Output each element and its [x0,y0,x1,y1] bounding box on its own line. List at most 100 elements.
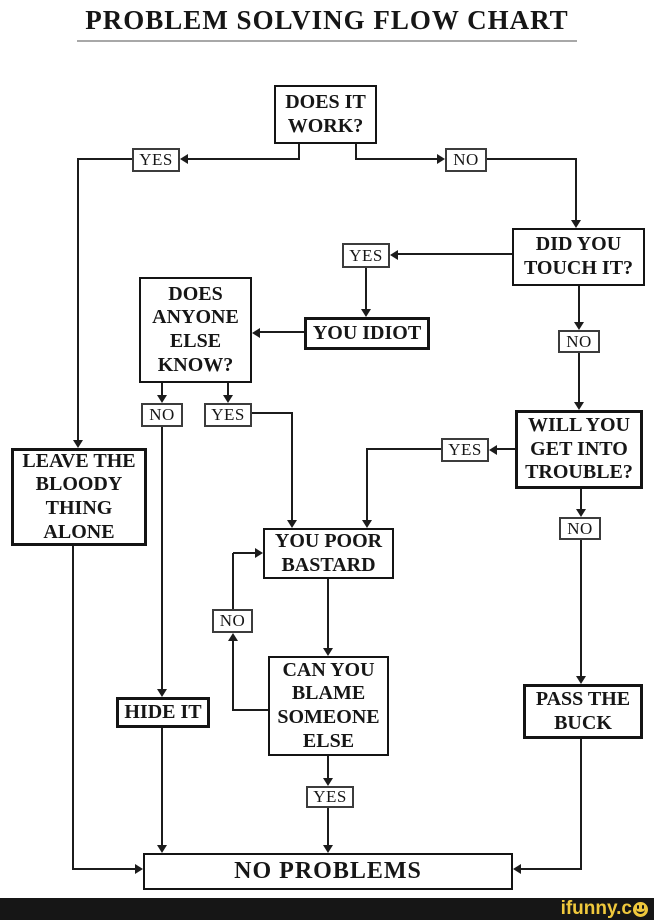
node-no-problems: NO PROBLEMS [143,853,513,890]
node-hide-it: HIDE IT [116,697,210,728]
flow-line [487,158,576,160]
flow-line [260,331,304,333]
flow-line [580,489,582,510]
arrowhead [574,402,584,410]
arrowhead [574,322,584,330]
edge-label-work-no: NO [445,148,487,172]
flow-line [578,353,580,403]
page-title: PROBLEM SOLVING FLOW CHART [0,5,654,42]
edge-label-blame-no: NO [212,609,253,633]
edge-label-text: NO [566,331,592,351]
flow-line [580,540,582,677]
arrowhead [576,509,586,517]
flow-line [72,868,137,870]
flow-line [575,158,577,220]
flow-line [77,158,132,160]
flow-line [327,579,329,649]
flow-line [72,546,74,870]
node-does-it-work: DOES IT WORK? [274,85,377,144]
node-label: LEAVE THE BLOODY THING ALONE [22,449,136,543]
edge-label-text: YES [349,245,383,265]
arrowhead [361,309,371,317]
edge-label-trouble-no: NO [559,517,601,540]
arrowhead [157,689,167,697]
node-label: DOES ANYONE ELSE KNOW? [152,282,239,376]
flow-line [233,709,268,711]
smiley-icon [633,901,648,917]
arrowhead [223,395,233,403]
edge-label-text: NO [149,405,175,424]
node-label: YOU POOR BASTARD [274,529,383,576]
edge-label-text: YES [211,405,245,424]
arrowhead [571,220,581,228]
node-you-idiot: YOU IDIOT [304,317,430,350]
node-can-you-blame-someone-else: CAN YOU BLAME SOMEONE ELSE [268,656,389,756]
flow-line [291,412,293,521]
node-label: DID YOU TOUCH IT? [523,233,634,279]
flow-line [355,144,357,160]
flow-line [161,427,163,690]
arrowhead [228,633,238,641]
node-pass-the-buck: PASS THE BUCK [523,684,643,739]
flow-line [252,412,293,414]
flow-line [497,448,515,450]
node-will-you-get-into-trouble: WILL YOU GET INTO TROUBLE? [515,410,643,489]
edge-label-text: YES [139,150,173,169]
edge-label-text: NO [567,518,593,538]
edge-label-text: YES [448,440,482,459]
flow-line [232,553,234,609]
ifunny-watermark: ifunny.c [560,898,648,919]
node-does-anyone-else-know: DOES ANYONE ELSE KNOW? [139,277,252,383]
node-label: PASS THE BUCK [535,687,631,734]
arrowhead [576,676,586,684]
node-did-you-touch-it: DID YOU TOUCH IT? [512,228,645,286]
flow-line [233,552,255,554]
edge-label-text: YES [313,787,347,806]
flow-line [327,808,329,846]
flow-line [186,158,300,160]
flow-line [161,728,163,846]
node-leave-the-bloody-thing-alone: LEAVE THE BLOODY THING ALONE [11,448,147,546]
arrowhead [323,845,333,853]
node-you-poor-bastard: YOU POOR BASTARD [263,528,394,579]
node-label: YOU IDIOT [312,321,422,344]
edge-label-know-yes: YES [204,403,252,427]
flow-line [232,641,234,711]
arrowhead [323,648,333,656]
flow-line [578,286,580,322]
flow-line [355,158,437,160]
arrowhead [255,548,263,558]
arrowhead [73,440,83,448]
arrowhead [180,154,188,164]
edge-label-blame-yes: YES [306,786,354,808]
edge-label-touch-no: NO [558,330,600,353]
flow-line [580,739,582,870]
flow-line [365,268,367,310]
edge-label-touch-yes: YES [342,243,390,268]
node-label: CAN YOU BLAME SOMEONE ELSE [277,658,380,752]
page-title-text: PROBLEM SOLVING FLOW CHART [77,5,577,42]
edge-label-trouble-yes: YES [441,438,489,462]
edge-label-text: NO [219,611,246,630]
node-label: NO PROBLEMS [234,858,422,885]
arrowhead [323,778,333,786]
arrowhead [513,864,521,874]
edge-label-work-yes: YES [132,148,180,172]
node-label: DOES IT WORK? [285,90,366,137]
flow-line [77,158,79,440]
flow-line [327,756,329,778]
edge-label-know-no: NO [141,403,183,427]
flow-line [366,448,368,521]
flow-line [398,253,512,255]
flow-line [161,383,163,396]
arrowhead [157,395,167,403]
arrowhead [362,520,372,528]
arrowhead [437,154,445,164]
edge-label-text: NO [453,150,479,169]
node-label: HIDE IT [124,700,202,723]
ifunny-watermark-text: ifunny.c [560,898,632,919]
arrowhead [252,328,260,338]
arrowhead [287,520,297,528]
flow-line [521,868,582,870]
arrowhead [489,445,497,455]
